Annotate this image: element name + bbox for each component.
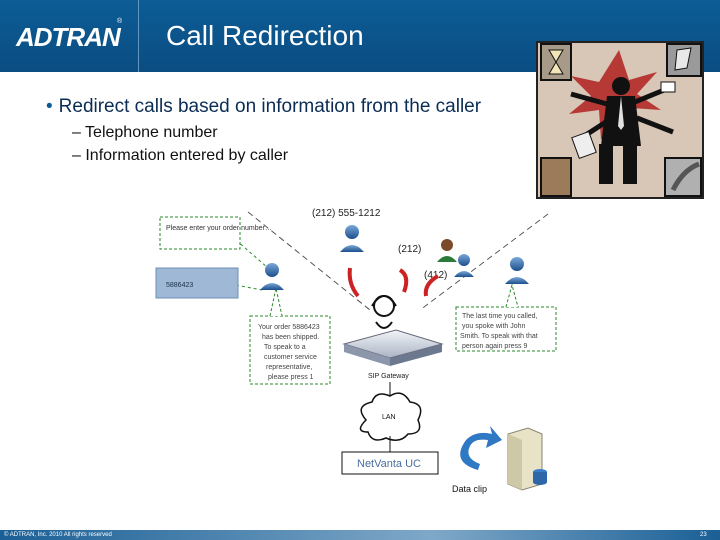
main-bullet-text: Redirect calls based on information from…	[58, 96, 482, 117]
netvanta-uc-box	[341, 451, 439, 475]
last-line-2: you spoke with John	[462, 323, 526, 330]
sub-bullet-telephone: – Telephone number	[72, 124, 218, 141]
registered-mark: ®	[117, 18, 123, 25]
caller-person-icon	[505, 257, 529, 284]
callout-input: 5886423	[155, 267, 239, 299]
lan-label: LAN	[382, 414, 396, 421]
main-bullet: •Redirect calls based on information fro…	[46, 96, 481, 118]
svg-text:Your order 5886423 has b: Your order 5886423 has been shipped. To …	[258, 324, 322, 381]
data-clip-arrow-icon	[460, 426, 502, 470]
call-redirection-diagram: Please enter your order number… 5886423 …	[155, 208, 557, 494]
callout-input-text: 5886423	[166, 282, 193, 289]
slide-title: Call Redirection	[166, 20, 364, 51]
order-line-2: has been shipped.	[262, 334, 319, 341]
header-divider	[138, 0, 139, 72]
callout-prompt-text: Please enter your order number…	[166, 225, 272, 232]
caller-person-icon	[437, 239, 457, 262]
adtran-logo: ADTRAN	[16, 22, 121, 52]
callout-pointer-input	[235, 284, 263, 291]
netvanta-label: NetVanta UC	[357, 458, 421, 470]
svg-text:Please enter your order number: Please enter your order number…	[166, 225, 272, 232]
caller-person-icon	[340, 225, 364, 252]
connector-line-left	[247, 211, 371, 311]
incoming-call-arrow-icon	[347, 267, 360, 298]
data-clip-label: Data clip	[452, 484, 487, 494]
caller-person-icon	[260, 263, 284, 290]
last-line-1: The last time you called,	[462, 313, 538, 320]
lan-cloud-icon	[359, 392, 422, 441]
footer-bar	[0, 530, 720, 540]
operator-headset-icon	[371, 295, 397, 329]
callout-order-status: Your order 5886423 has been shipped. To …	[249, 287, 331, 385]
order-line-5: representative,	[266, 364, 312, 371]
callout-last-agent: The last time you called, you spoke with…	[455, 283, 557, 352]
order-line-3: To speak to a	[264, 344, 306, 351]
order-line-1: Your order 5886423	[258, 324, 320, 331]
incoming-call-arrow-icon	[398, 268, 409, 293]
busy-businessman-clipart	[536, 41, 704, 199]
page-number: 23	[700, 532, 707, 538]
sip-gateway-device-icon	[342, 329, 444, 366]
copyright-text: © ADTRAN, Inc. 2010 All rights reserved	[4, 532, 112, 538]
phone-label-2: (212)	[398, 244, 421, 255]
callout-pointer-prompt	[235, 239, 269, 269]
database-server-icon	[507, 427, 547, 491]
phone-label-1: (212) 555-1212	[312, 208, 381, 219]
caller-person-icon	[454, 254, 474, 277]
order-line-4: customer service	[264, 354, 317, 361]
incoming-call-arrow-icon	[423, 274, 440, 297]
sub-bullet-caller-input: – Information entered by caller	[72, 147, 289, 164]
bullet-dot: •	[46, 96, 53, 117]
header-bar: ADTRAN ® Call Redirection	[0, 0, 720, 72]
order-line-6: please press 1	[268, 374, 314, 381]
last-line-3: Smith. To speak with that	[460, 333, 538, 340]
callout-prompt: Please enter your order number…	[159, 216, 272, 250]
gateway-label: SIP Gateway	[368, 373, 409, 380]
connector-line-right	[419, 213, 549, 311]
svg-text:The last time you called,: The last time you called, you spoke with…	[460, 313, 540, 350]
last-line-4: person again press 9	[462, 343, 527, 350]
